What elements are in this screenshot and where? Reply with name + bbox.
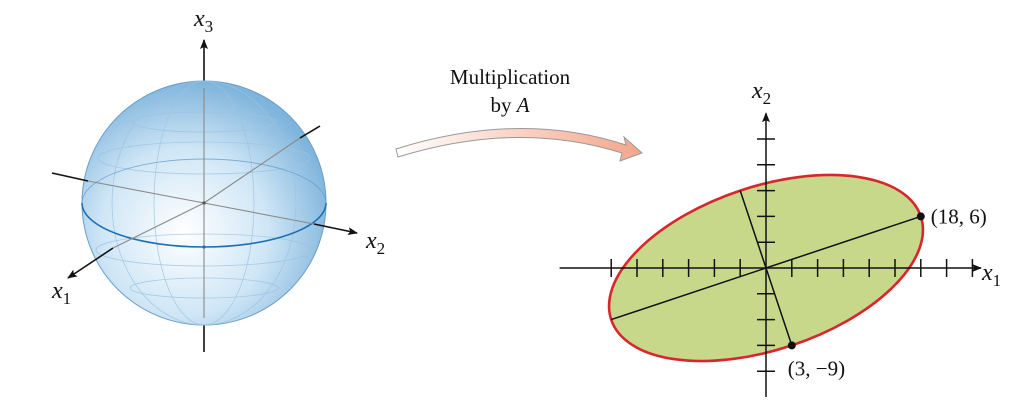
sphere-origin-dot (202, 201, 206, 205)
sphere-x3-label: x3 (193, 6, 213, 36)
transform-label-line2: by A (490, 93, 529, 117)
point-3-neg9 (787, 341, 796, 350)
transform-label-line1: Multiplication (450, 65, 571, 89)
diag-axis-outer (299, 125, 321, 139)
curved-arrow-icon (395, 128, 643, 162)
x1-axis-inner (112, 202, 205, 249)
x2-axis-negative-outer (51, 172, 89, 182)
axis-ticks (610, 138, 974, 372)
x2-axis-outer (313, 223, 358, 236)
point-18-6 (916, 212, 925, 221)
unit-sphere-panel: x3 x2 x1 (51, 6, 385, 352)
diag-axis-inner (203, 137, 301, 204)
x2-axis-inner-b (87, 180, 205, 204)
transformation-arrow-group: Multiplication by A (395, 65, 643, 162)
ellipse-x2-label: x2 (751, 78, 771, 108)
sphere-x2-label: x2 (365, 228, 385, 258)
ellipse-minor-axis (739, 190, 793, 346)
point-label-3-neg9: (3, −9) (788, 356, 845, 380)
ellipse-x1-label: x1 (981, 260, 1001, 290)
point-label-18-6: (18, 6) (931, 204, 987, 228)
x1-axis-outer (67, 247, 114, 279)
x2-axis-inner-a (203, 202, 315, 225)
ellipse-panel: (18, 6) (3, −9) x1 x2 (559, 78, 1001, 397)
sphere-x1-label: x1 (51, 278, 71, 308)
equator-front-dot (202, 245, 206, 249)
